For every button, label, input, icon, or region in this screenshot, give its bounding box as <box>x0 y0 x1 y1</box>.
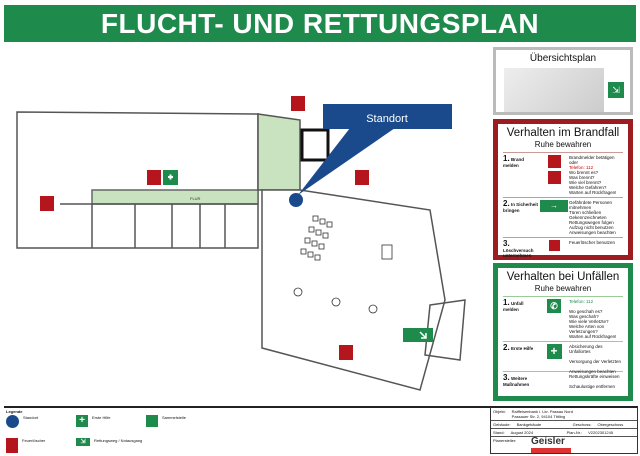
fire-step-3: 3. Löschversuch unternehmen Feuerlöscher… <box>503 237 623 260</box>
emergency-exit-icon: ⇲ <box>76 438 90 446</box>
room-label-flur: FLUR <box>190 196 201 201</box>
fire-extinguisher-icon <box>6 438 18 453</box>
legend-exit: ⇲Rettungsweg / Notausgang <box>76 438 142 446</box>
phone-icon: ✆ <box>547 299 561 313</box>
first-aid-icon: + <box>76 415 88 427</box>
legend: Legende Standort +Erste Hilfe Sammelstel… <box>4 406 490 454</box>
fire-subtitle: Ruhe bewahren <box>534 140 592 149</box>
emergency-exit-icon <box>403 328 433 342</box>
corridor <box>91 189 259 205</box>
page-title: FLUCHT- UND RETTUNGSPLAN <box>4 5 636 42</box>
stairwell <box>257 113 301 191</box>
chairs <box>293 215 393 314</box>
exit-icon: ⇲ <box>608 82 624 98</box>
company-logo-bar <box>531 448 571 453</box>
legend-title: Legende <box>6 409 23 414</box>
overview-panel: Übersichtsplan ⇲ <box>493 47 633 115</box>
fire-instructions-panel: Verhalten im Brandfall Ruhe bewahren 1. … <box>493 119 633 260</box>
accident-step-3: 3. Weitere Maßnahmen Rettungskräfte einw… <box>503 371 623 391</box>
planersteller-label: Planersteller: <box>493 438 517 443</box>
fire-step-2: 2. In Sicherheit bringen → Gefährdete Pe… <box>503 197 623 237</box>
standort-label: Standort <box>366 113 408 125</box>
fire-alarm-icon <box>547 155 561 168</box>
accident-instructions-panel: Verhalten bei Unfällen Ruhe bewahren 1. … <box>493 263 633 401</box>
title-block: Objekt:Raiffeisenbank i. Lkr. Passau Nor… <box>490 406 638 454</box>
elevator <box>300 128 330 162</box>
standort-icon <box>6 415 19 428</box>
fire-title: Verhalten im Brandfall <box>506 127 620 139</box>
fire-extinguisher-icons <box>40 96 369 360</box>
overview-map <box>504 68 604 112</box>
company-logo: Geisler <box>531 436 565 447</box>
wall-left-hall <box>16 111 259 249</box>
legend-standort: Standort <box>6 415 38 428</box>
assembly-point-icon <box>146 415 158 427</box>
fire-step-1: 1. Brand melden Brandmelder betätigen od… <box>503 152 623 197</box>
accident-subtitle: Ruhe bewahren <box>534 284 592 293</box>
legend-first-aid: +Erste Hilfe <box>76 415 110 427</box>
fire-extinguisher-icon <box>548 240 560 251</box>
fire-phone-icon <box>547 171 561 184</box>
standort-marker <box>289 193 303 207</box>
first-aid-icon: + <box>546 344 562 359</box>
standort-callout: Standort <box>289 104 452 207</box>
legend-assembly: Sammelstelle <box>146 415 186 427</box>
main-hall <box>261 189 446 391</box>
exit-arrow-icon: → <box>540 200 568 212</box>
accident-title: Verhalten bei Unfällen <box>506 271 620 283</box>
accident-step-2: 2. Erste Hilfe + Absicherung des Unfallo… <box>503 341 623 374</box>
legend-extinguisher: Feuerlöscher <box>6 438 45 453</box>
overview-title: Übersichtsplan <box>529 53 597 64</box>
